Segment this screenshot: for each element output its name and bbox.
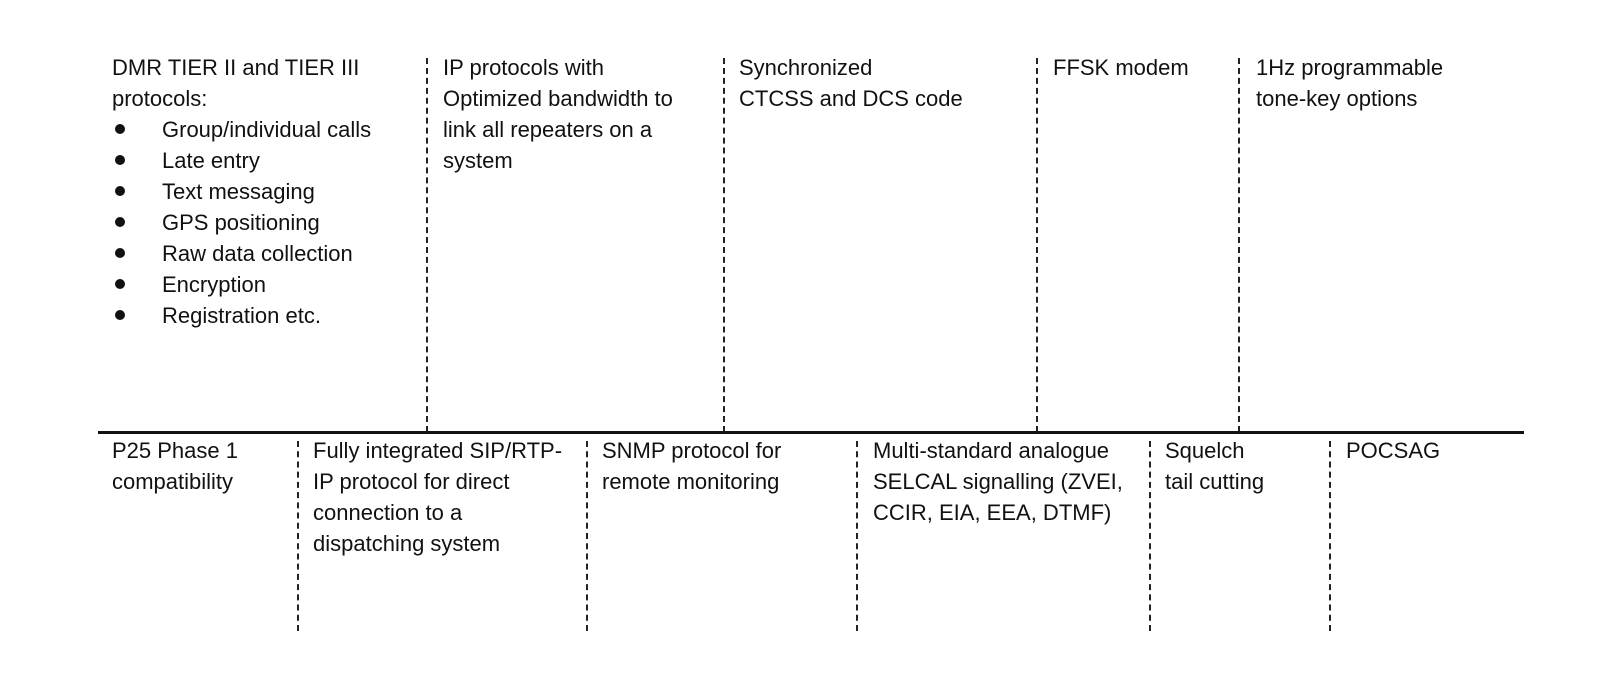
feature-text-line: tone-key options <box>1256 86 1418 111</box>
feature-text-line: Multi-standard analogue <box>873 438 1110 463</box>
feature-text-line: connection to a <box>313 500 463 525</box>
bullet-icon <box>115 310 125 320</box>
list-item: Registration etc. <box>112 300 371 331</box>
feature-text-line: CTCSS and DCS code <box>739 86 963 111</box>
feature-text-line: SELCAL signalling (ZVEI, <box>873 469 1123 494</box>
feature-text-line: remote monitoring <box>602 469 780 494</box>
feature-text-line: dispatching system <box>313 531 501 556</box>
column-divider <box>1238 58 1240 432</box>
feature-text-line: Squelch <box>1165 438 1245 463</box>
column-divider <box>586 441 588 631</box>
dmr-feature-list: Group/individual calls Late entry Text m… <box>112 114 371 331</box>
list-item: GPS positioning <box>112 207 371 238</box>
bullet-icon <box>115 279 125 289</box>
column-divider <box>426 58 428 432</box>
list-item-label: Registration etc. <box>162 303 321 328</box>
list-item-label: GPS positioning <box>162 210 320 235</box>
feature-squelch: Squelch tail cutting <box>1165 435 1264 497</box>
list-item-label: Text messaging <box>162 179 315 204</box>
column-divider <box>1329 441 1331 631</box>
feature-synchronized-codes: Synchronized CTCSS and DCS code <box>739 52 963 114</box>
bullet-icon <box>115 217 125 227</box>
column-divider <box>723 58 725 432</box>
row-divider <box>98 431 1524 434</box>
feature-text-line: SNMP protocol for <box>602 438 782 463</box>
feature-p25: P25 Phase 1 compatibility <box>112 435 238 497</box>
column-divider <box>1149 441 1151 631</box>
bullet-icon <box>115 248 125 258</box>
feature-dmr: DMR TIER II and TIER III protocols: Grou… <box>112 52 371 331</box>
feature-text-line: P25 Phase 1 <box>112 438 238 463</box>
feature-snmp: SNMP protocol for remote monitoring <box>602 435 781 497</box>
feature-text-line: compatibility <box>112 469 234 494</box>
feature-text-line: system <box>443 148 513 173</box>
feature-sip-rtp: Fully integrated SIP/RTP- IP protocol fo… <box>313 435 562 559</box>
feature-tone-key: 1Hz programmable tone-key options <box>1256 52 1443 114</box>
feature-text-line: POCSAG <box>1346 438 1441 463</box>
list-item: Late entry <box>112 145 371 176</box>
feature-text-line: FFSK modem <box>1053 55 1189 80</box>
feature-text-line: Fully integrated SIP/RTP- <box>313 438 563 463</box>
feature-pocsag: POCSAG <box>1346 435 1440 466</box>
list-item: Encryption <box>112 269 371 300</box>
feature-ffsk-modem: FFSK modem <box>1053 52 1189 83</box>
feature-text-line: Optimized bandwidth to <box>443 86 673 111</box>
list-item: Text messaging <box>112 176 371 207</box>
list-item-label: Late entry <box>162 148 260 173</box>
column-divider <box>1036 58 1038 432</box>
list-item: Raw data collection <box>112 238 371 269</box>
bullet-icon <box>115 155 125 165</box>
list-item-label: Group/individual calls <box>162 117 372 142</box>
feature-dmr-heading-line: protocols: <box>112 86 208 111</box>
feature-text-line: Synchronized <box>739 55 873 80</box>
feature-dmr-heading-line: DMR TIER II and TIER III <box>112 55 360 80</box>
list-item-label: Encryption <box>162 272 266 297</box>
bullet-icon <box>115 186 125 196</box>
feature-text-line: link all repeaters on a <box>443 117 653 142</box>
list-item-label: Raw data collection <box>162 241 353 266</box>
column-divider <box>856 441 858 631</box>
feature-text-line: CCIR, EIA, EEA, DTMF) <box>873 500 1112 525</box>
list-item: Group/individual calls <box>112 114 371 145</box>
feature-text-line: 1Hz programmable <box>1256 55 1444 80</box>
feature-ip-protocols: IP protocols with Optimized bandwidth to… <box>443 52 673 176</box>
feature-text-line: tail cutting <box>1165 469 1265 494</box>
feature-text-line: IP protocol for direct <box>313 469 510 494</box>
feature-text-line: IP protocols with <box>443 55 605 80</box>
column-divider <box>297 441 299 631</box>
bullet-icon <box>115 124 125 134</box>
feature-selcal: Multi-standard analogue SELCAL signallin… <box>873 435 1123 528</box>
